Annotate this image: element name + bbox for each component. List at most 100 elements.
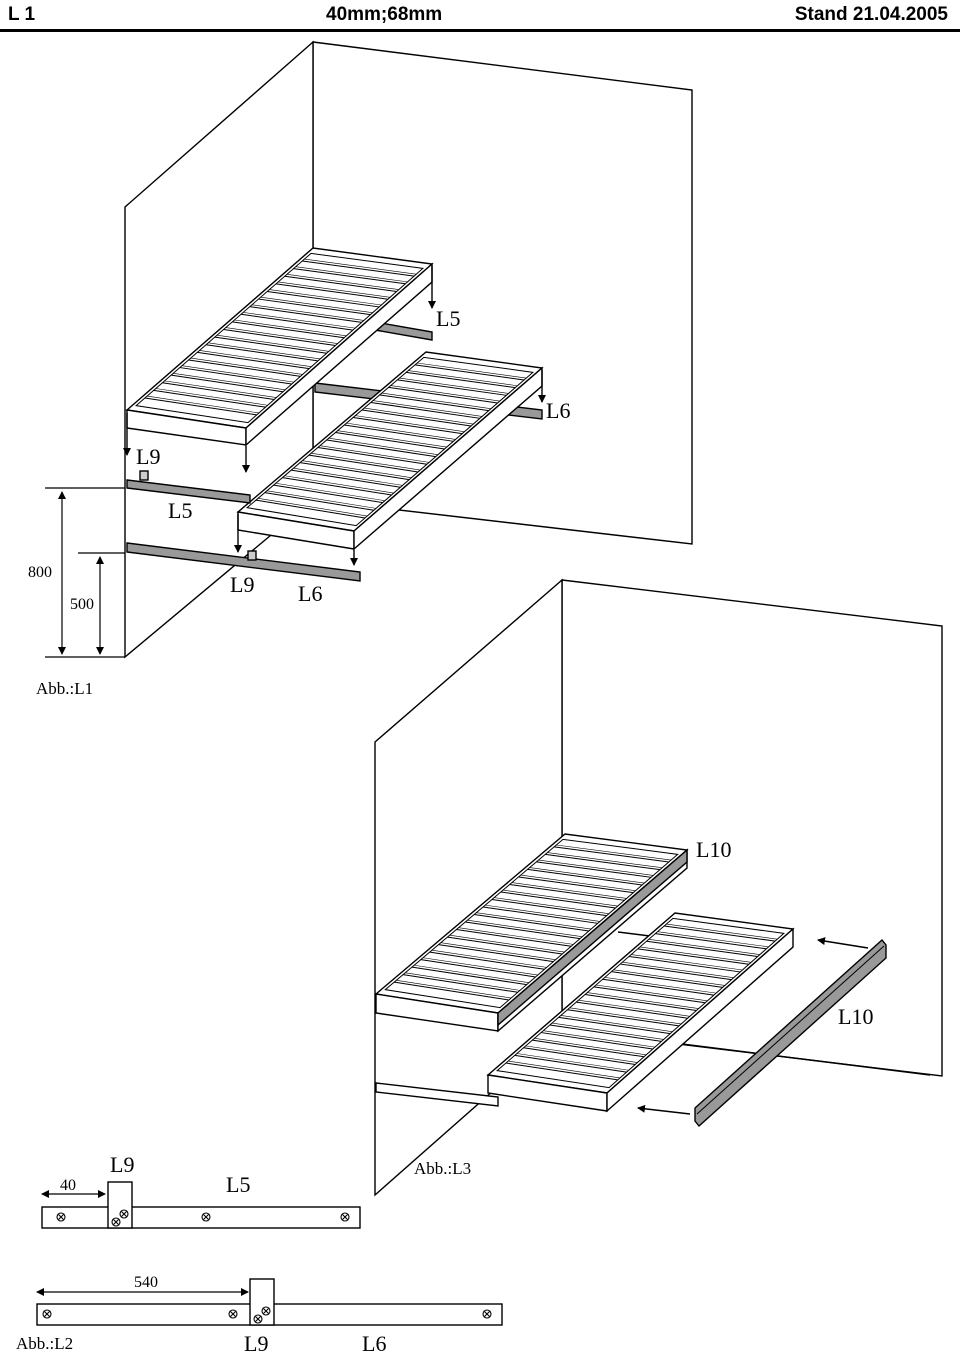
lower-shelf-l3 <box>486 912 795 1113</box>
shelf-slat <box>171 374 284 393</box>
shelf-slat <box>527 868 643 886</box>
label-l6-plan: L6 <box>362 1331 386 1356</box>
label-l5-top: L5 <box>436 306 460 331</box>
shelf-slat <box>258 298 371 316</box>
shelf-inner-frame <box>135 252 425 424</box>
shelf-slat <box>353 416 463 435</box>
shelf-slat-edge <box>173 372 286 391</box>
shelf-slat-edge <box>266 490 377 509</box>
figure-l3 <box>374 578 943 1197</box>
shelf-slat-edge <box>199 350 312 367</box>
shelf-slat-edge <box>449 934 565 953</box>
shelf-slat <box>284 275 397 293</box>
floor-rail <box>375 1082 499 1107</box>
shelf-slat-edge <box>260 296 373 314</box>
shelf-slat <box>153 389 266 408</box>
shelf-slat-edge <box>604 977 717 994</box>
shelf-slat <box>282 477 392 496</box>
caption-l1: Abb.:L1 <box>36 679 93 698</box>
shelf-slat <box>179 367 292 385</box>
shelf-slat-edge <box>440 942 556 961</box>
caption-l3: Abb.:L3 <box>414 1159 471 1178</box>
shelf-slat <box>275 283 388 300</box>
shelf-slat <box>240 313 353 331</box>
shelf-slat <box>420 959 536 978</box>
shelf-slat <box>554 846 669 863</box>
shelf-slat-edge <box>511 882 627 899</box>
shelf-slat <box>491 898 607 917</box>
label-l9-plan-2: L9 <box>244 1331 268 1356</box>
shelf-slat <box>523 1047 636 1065</box>
shelf-slat-edge <box>319 445 430 463</box>
shelf-slat <box>223 329 336 346</box>
shelf-slat <box>549 1024 662 1042</box>
shelf-slat-edge <box>547 852 663 869</box>
shelf-slat-edge <box>302 460 412 479</box>
shelf-inner-frame <box>245 356 535 527</box>
shelf-slat <box>545 853 660 871</box>
front-rail-l6 <box>126 542 361 582</box>
upper-shelf <box>125 247 434 447</box>
shelf-slat-edge <box>613 969 725 986</box>
shelf-slat <box>447 936 563 955</box>
shelf-slat-edge <box>390 385 500 402</box>
upper-shelf-l3 <box>374 833 689 1033</box>
shelf-slat <box>628 955 741 973</box>
shelf-slat <box>144 397 257 416</box>
shelf-slat <box>411 966 527 986</box>
shelf-slat <box>558 1016 671 1035</box>
shelf-slat <box>584 994 697 1011</box>
page-id: L 1 <box>8 4 36 25</box>
shelf-slat <box>536 861 652 878</box>
shelf-slat-edge <box>596 984 708 1002</box>
shelf-slat-edge <box>372 400 483 417</box>
shelf-slat-edge <box>543 1030 655 1048</box>
label-l6-top: L6 <box>546 398 570 423</box>
shelf-slat-edge <box>556 844 672 861</box>
shelf-slat-edge <box>525 1045 638 1063</box>
shelf-slat-edge <box>431 949 547 968</box>
shelf-slat-edge <box>467 919 583 938</box>
shelf-slat-edge <box>520 874 636 892</box>
shelf-slat <box>602 978 714 996</box>
label-l6-bottom: L6 <box>298 581 322 606</box>
screw-holes-row2 <box>42 1306 492 1324</box>
shelf-slat-edge <box>295 266 408 283</box>
rail-l5-plan <box>41 1206 361 1229</box>
shelf-slat-edge <box>147 395 259 414</box>
label-l9-bottom: L9 <box>230 572 254 597</box>
shelf-slat-edge <box>190 357 303 375</box>
shelf-slat-edge <box>284 475 394 494</box>
shelf-slat-edge <box>458 927 574 945</box>
shelf-slat <box>370 401 480 419</box>
shelf-slat <box>532 1039 645 1058</box>
shelf-slat-edge <box>278 281 391 298</box>
shelf-slat-edge <box>258 497 368 517</box>
shelf-slat <box>397 379 507 396</box>
shelf-slat <box>509 883 625 901</box>
page-date: Stand 21.04.2005 <box>794 4 948 25</box>
shelf-slat <box>438 944 554 963</box>
shelf-slat-edge <box>328 437 438 456</box>
shelf-slat-edge <box>408 370 518 387</box>
shelf-slat-edge <box>311 452 421 471</box>
shelf-slat-edge <box>396 979 512 999</box>
shelf-slat <box>308 454 419 473</box>
shelf-inner-frame <box>384 838 679 1009</box>
shelf-slat <box>317 447 427 465</box>
shelf-slat-edge <box>578 999 690 1017</box>
shelf-slat <box>482 906 598 924</box>
shelf-slat <box>414 364 525 381</box>
shelf-inner-frame <box>496 917 786 1089</box>
shelf-slat-edge <box>208 342 321 360</box>
shelf-slat-edge <box>234 319 347 337</box>
label-l9-left: L9 <box>136 444 160 469</box>
shelf-slat <box>646 940 758 958</box>
shelf-slat <box>302 260 415 277</box>
shelf-slat <box>388 386 498 404</box>
shelf-slat <box>593 986 706 1004</box>
shelf-slat <box>394 981 509 1001</box>
label-l5-mid: L5 <box>168 498 192 523</box>
shelf-slat <box>162 382 275 400</box>
figure-l2 <box>36 1181 503 1326</box>
